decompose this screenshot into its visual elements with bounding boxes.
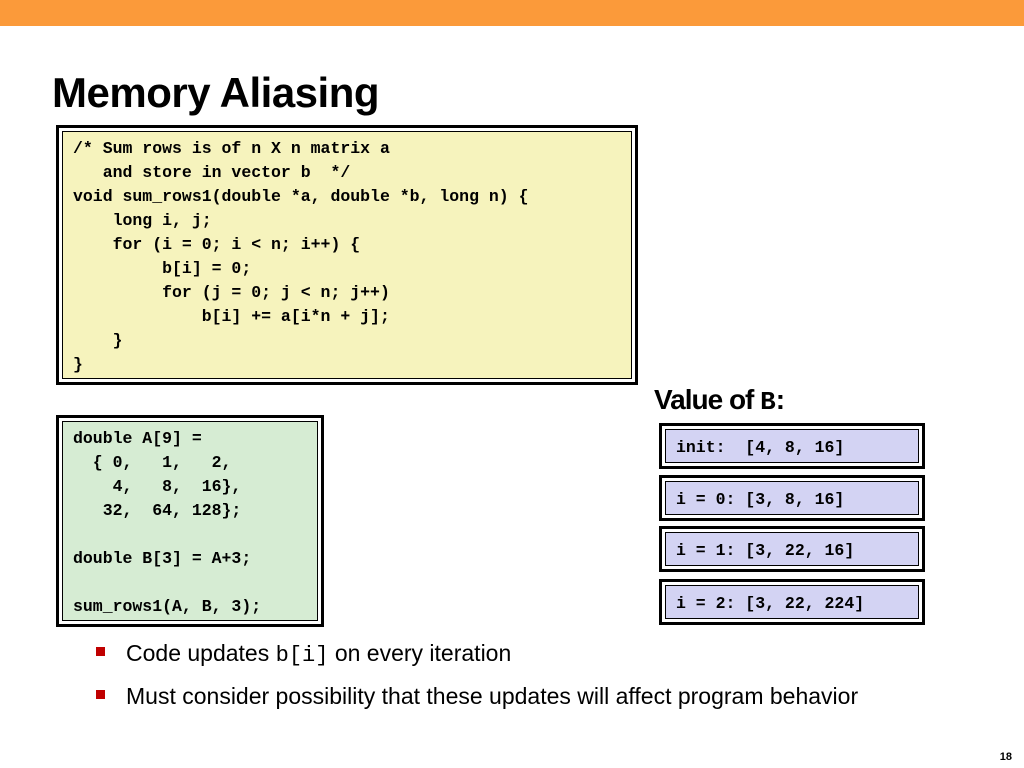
header-bar [0,0,1024,26]
value-title-suffix: : [775,384,785,415]
state-box-inner: i = 2: [3, 22, 224] [665,585,919,619]
array-block-inner: double A[9] = { 0, 1, 2, 4, 8, 16}, 32, … [62,421,318,621]
value-panel-title: Value of B: [654,380,785,422]
slide-title: Memory Aliasing [52,69,380,116]
state-box-inner: i = 0: [3, 8, 16] [665,481,919,515]
bullet-text: Code updates [126,640,276,666]
state-text: init: [4, 8, 16] [676,438,845,457]
bullet-list: Code updates b[i] on every iteration Mus… [96,636,956,719]
bullet-text: Must consider possibility that these upd… [126,683,859,709]
array-code-text: double A[9] = { 0, 1, 2, 4, 8, 16}, 32, … [73,429,262,616]
state-box-i1: i = 1: [3, 22, 16] [659,526,925,572]
bullet-square-icon [96,647,105,656]
code-block-inner: /* Sum rows is of n X n matrix a and sto… [62,131,632,379]
bullet-inline-code: b[i] [275,643,329,668]
state-text: i = 1: [3, 22, 16] [676,541,855,560]
array-declaration-block: double A[9] = { 0, 1, 2, 4, 8, 16}, 32, … [56,415,324,627]
value-title-prefix: Value of [654,384,761,415]
state-box-i0: i = 0: [3, 8, 16] [659,475,925,521]
value-title-var: B [760,387,776,417]
state-box-inner: i = 1: [3, 22, 16] [665,532,919,566]
state-box-i2: i = 2: [3, 22, 224] [659,579,925,625]
code-text: /* Sum rows is of n X n matrix a and sto… [73,139,529,374]
bullet-item: Code updates b[i] on every iteration [96,636,956,673]
page-number: 18 [999,751,1012,763]
bullet-square-icon [96,690,105,699]
state-text: i = 2: [3, 22, 224] [676,594,865,613]
state-box-inner: init: [4, 8, 16] [665,429,919,463]
state-box-init: init: [4, 8, 16] [659,423,925,469]
bullet-text: on every iteration [328,640,512,666]
state-text: i = 0: [3, 8, 16] [676,490,845,509]
bullet-item: Must consider possibility that these upd… [96,679,956,713]
code-block: /* Sum rows is of n X n matrix a and sto… [56,125,638,385]
